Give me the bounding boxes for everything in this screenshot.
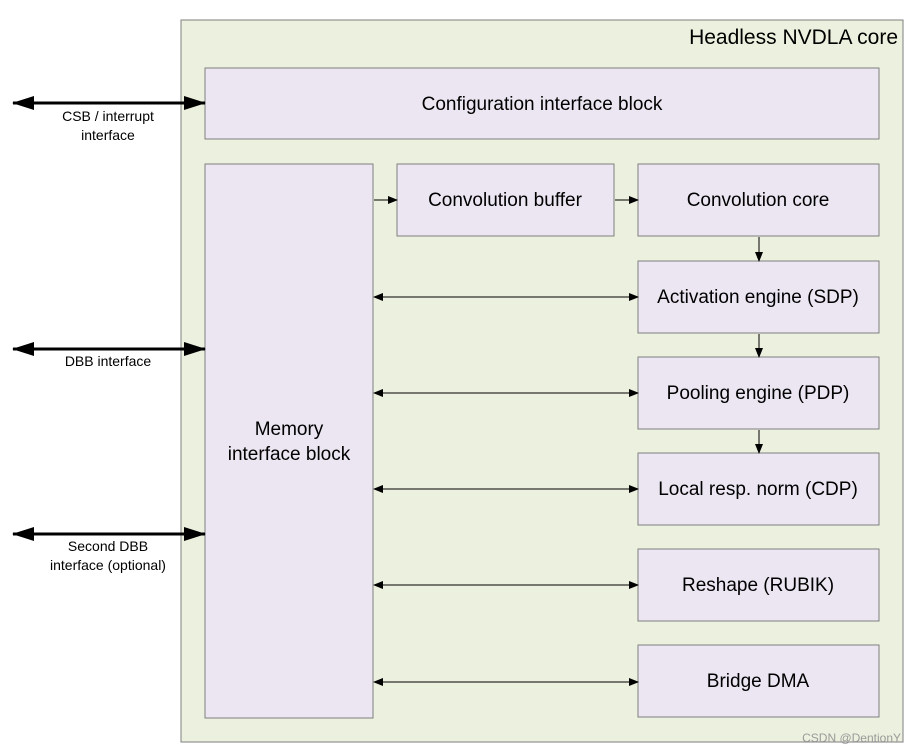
bridge-dma-label: Bridge DMA xyxy=(707,671,810,692)
convolution-buffer-block xyxy=(396,163,615,237)
memory-interface-block xyxy=(204,163,374,719)
activation-engine-sdp-block xyxy=(637,260,880,334)
convolution-buffer-label: Convolution buffer xyxy=(428,190,583,211)
activation-engine-sdp-label: Activation engine (SDP) xyxy=(657,287,859,308)
configuration-interface-block xyxy=(204,67,880,140)
reshape-rubik-label: Reshape (RUBIK) xyxy=(682,575,834,596)
csb-interface-label-line2: interface xyxy=(81,127,135,143)
csb-interface-label-line1: CSB / interrupt xyxy=(62,108,154,124)
local-resp-norm-cdp-block xyxy=(637,452,880,526)
convolution-core-block xyxy=(637,163,880,237)
memory-interface-label-line2: interface block xyxy=(228,444,351,465)
second-dbb-interface-label-line2: interface (optional) xyxy=(50,557,166,573)
reshape-rubik-block xyxy=(637,548,880,622)
local-resp-norm-cdp-label: Local resp. norm (CDP) xyxy=(658,479,858,500)
dbb-interface-label: DBB interface xyxy=(65,353,152,369)
second-dbb-interface-label-line1: Second DBB xyxy=(68,538,148,554)
memory-interface-label-line1: Memory xyxy=(255,419,324,440)
pooling-engine-pdp-label: Pooling engine (PDP) xyxy=(667,383,850,404)
pooling-engine-pdp-block xyxy=(637,356,880,430)
core-title: Headless NVDLA core xyxy=(689,26,898,49)
watermark-text: CSDN @DentionY xyxy=(802,731,901,745)
convolution-core-label: Convolution core xyxy=(687,190,830,211)
configuration-interface-label: Configuration interface block xyxy=(422,94,663,115)
